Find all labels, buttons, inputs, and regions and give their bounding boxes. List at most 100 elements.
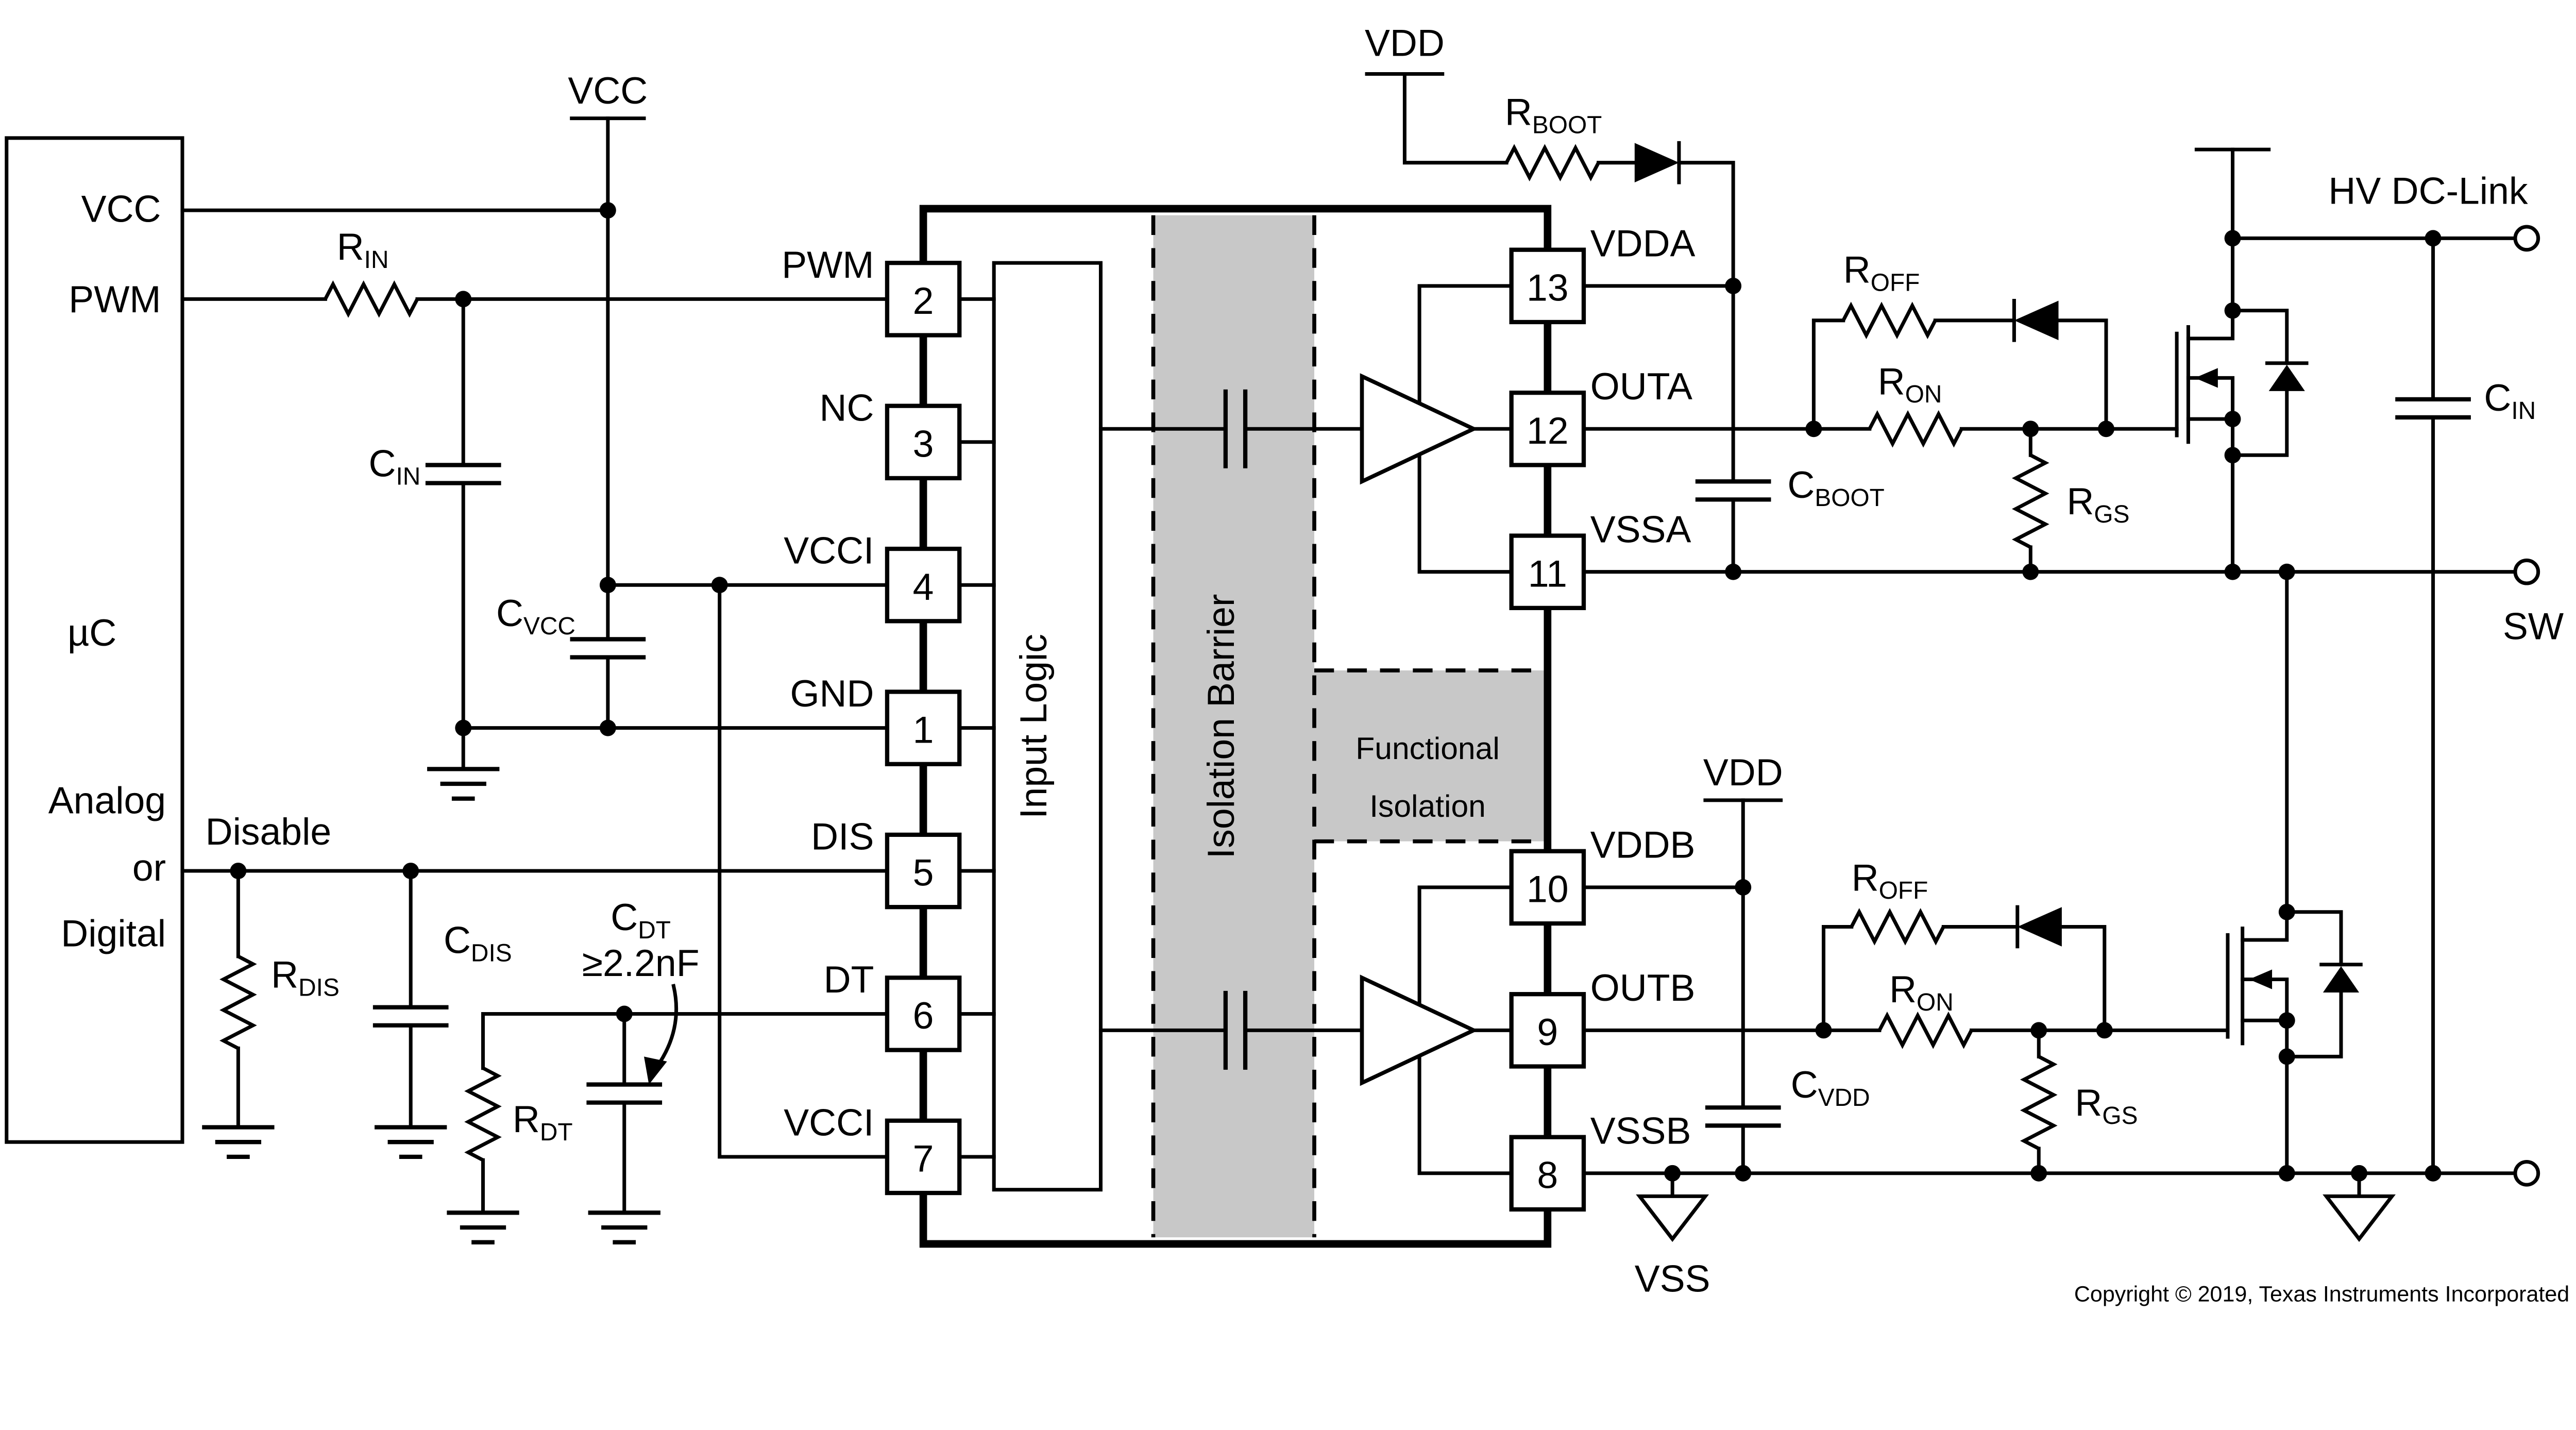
pin-box-3: [885, 403, 962, 481]
c-vdd-capacitor: [1705, 1107, 1781, 1125]
channel-a-output: CBOOT RON ROFF RGS: [1582, 248, 2517, 580]
c-dt-value: ≥2.2nF: [582, 942, 700, 984]
r-boot-wire: [1402, 72, 1735, 288]
r-gs-a-label: RGS: [2066, 480, 2129, 528]
vdd-a-label: VDD: [1365, 22, 1445, 64]
gate-driver-schematic: VCC PWM µC Analog or Digital VCC RIN CIN…: [5, 22, 2570, 1307]
r-in-label: RIN: [337, 226, 389, 274]
c-dt-arrowhead: [644, 1056, 667, 1085]
junction-dot: [599, 202, 616, 219]
pin-number: 8: [1537, 1154, 1558, 1196]
junction-dot: [2278, 563, 2295, 580]
fet-b-stubs: [2241, 910, 2289, 1175]
mcu-pin-pwm-label: PWM: [69, 278, 161, 321]
mcu-analog-line1: Analog: [48, 779, 166, 821]
pin-label-pwm: PWM: [782, 244, 874, 286]
r-gs-a-resistor: [2016, 455, 2045, 547]
r-on-a-label: RON: [1878, 360, 1942, 408]
junction-dot: [2351, 1165, 2368, 1182]
right-pin-labels: VDDA OUTA VSSA VDDB OUTB VSSB: [1590, 222, 1696, 1152]
r-off-b-branch-wire: [1822, 924, 2107, 1032]
r-off-a-resistor: [1843, 306, 1936, 335]
sw-terminal: [2513, 558, 2540, 585]
pin-label-vssb: VSSB: [1590, 1109, 1691, 1152]
driver-b-buffer: [1360, 974, 1479, 1086]
r-on-b-label: RON: [1889, 968, 1954, 1016]
r-off-a-branch-wire: [1811, 318, 2108, 431]
left-pin-labels: PWM NC VCCI GND DIS DT VCCI: [782, 244, 874, 1144]
deadtime-network: RDT CDT ≥2.2nF: [447, 896, 889, 1242]
c-in-left-label: CIN: [369, 443, 421, 491]
junction-dot: [2224, 411, 2241, 428]
vcc-net-label: VCC: [568, 70, 648, 112]
bottom-terminal: [2513, 1159, 2540, 1187]
pin-number: 5: [913, 852, 934, 894]
pin-label-nc: NC: [820, 386, 874, 429]
boot-diode: [1634, 143, 1679, 182]
r-dt-label: RDT: [513, 1098, 573, 1146]
pin-number: 9: [1537, 1011, 1558, 1053]
mcu-block: VCC PWM µC Analog or Digital: [5, 136, 184, 1144]
fet-a-body-diode: [2268, 364, 2305, 391]
pin-number: 4: [913, 566, 934, 608]
fet-b-body-diode-wire: [2285, 910, 2343, 1058]
ground-symbol: [588, 1213, 660, 1242]
functional-isolation-label-2: Isolation: [1369, 788, 1486, 823]
c-vcc-capacitor: [570, 639, 646, 657]
fet-b-body-diode: [2323, 966, 2360, 993]
pin-box-10: [1509, 849, 1586, 926]
c-dis-capacitor: [373, 1007, 449, 1025]
mcu-box: [5, 136, 184, 1144]
gnd-rail: [427, 719, 889, 799]
isolation-barrier-band: [1153, 215, 1315, 1238]
junction-dot: [1725, 563, 1742, 580]
vcc-supply: VCC: [180, 70, 648, 587]
pin-box-2: [885, 261, 962, 338]
r-dis-label: RDIS: [271, 953, 340, 1001]
r-off-b-label: ROFF: [1852, 856, 1928, 904]
pin-label-dt: DT: [824, 958, 874, 1001]
pin-box-12: [1509, 390, 1586, 467]
c-dt-pointer-arrow: [654, 984, 679, 1069]
r-off-b-diode: [2017, 907, 2062, 947]
hv-terminal: [2513, 225, 2540, 252]
junction-dot: [2030, 1165, 2047, 1182]
pin-label-gnd: GND: [790, 672, 874, 715]
vdd-bootstrap-supply: VDD RBOOT: [1365, 22, 1735, 288]
pin-number: 2: [913, 280, 934, 322]
low-side-mosfet: [2226, 563, 2363, 1182]
disable-label: Disable: [206, 811, 332, 853]
junction-dot: [1735, 1165, 1752, 1182]
functional-isolation-label-1: Functional: [1355, 731, 1500, 766]
junction-dot: [2022, 563, 2039, 580]
ground-symbol: [375, 1127, 447, 1156]
right-pin-boxes: 13 12 11 10 9 8: [1509, 247, 1586, 1212]
functional-isolation-box: [1314, 670, 1548, 842]
r-off-a-diode: [2014, 300, 2059, 341]
left-pin-boxes: 2 3 4 1 5 6 7: [885, 261, 962, 1196]
vss-ground-triangle: [1639, 1196, 1705, 1239]
pin-number: 1: [913, 709, 934, 751]
pin-label-vddb: VDDB: [1590, 824, 1696, 866]
r-on-a-resistor: [1870, 414, 1962, 444]
fet-b-body-arrow: [2249, 969, 2273, 989]
vss-label: VSS: [1635, 1257, 1710, 1300]
ground-symbol: [427, 769, 499, 798]
schematic-page: VCC PWM µC Analog or Digital VCC RIN CIN…: [5, 22, 2570, 1307]
pin-number: 12: [1527, 410, 1569, 452]
r-boot-label: RBOOT: [1505, 91, 1602, 139]
pin-number: 10: [1527, 868, 1569, 911]
c-boot-label: CBOOT: [1787, 464, 1884, 512]
junction-dot: [2224, 563, 2241, 580]
vdd-b-supply: VDD CVDD: [1582, 751, 1870, 1175]
r-boot-resistor: [1506, 148, 1599, 177]
ground-symbols: VSS: [1635, 1159, 2540, 1300]
fet-a-body-arrow: [2195, 368, 2218, 388]
c-dt-capacitor: [586, 1085, 662, 1103]
junction-dot: [2278, 1012, 2295, 1029]
driver-ic: Input Logic Isolation Barrier Functional…: [782, 205, 1696, 1248]
channel-b-output: RON ROFF RGS: [1582, 856, 2517, 1182]
r-off-a-label: ROFF: [1843, 248, 1920, 296]
channel-a-internal: [1098, 284, 1514, 574]
r-gs-b-label: RGS: [2075, 1082, 2138, 1130]
